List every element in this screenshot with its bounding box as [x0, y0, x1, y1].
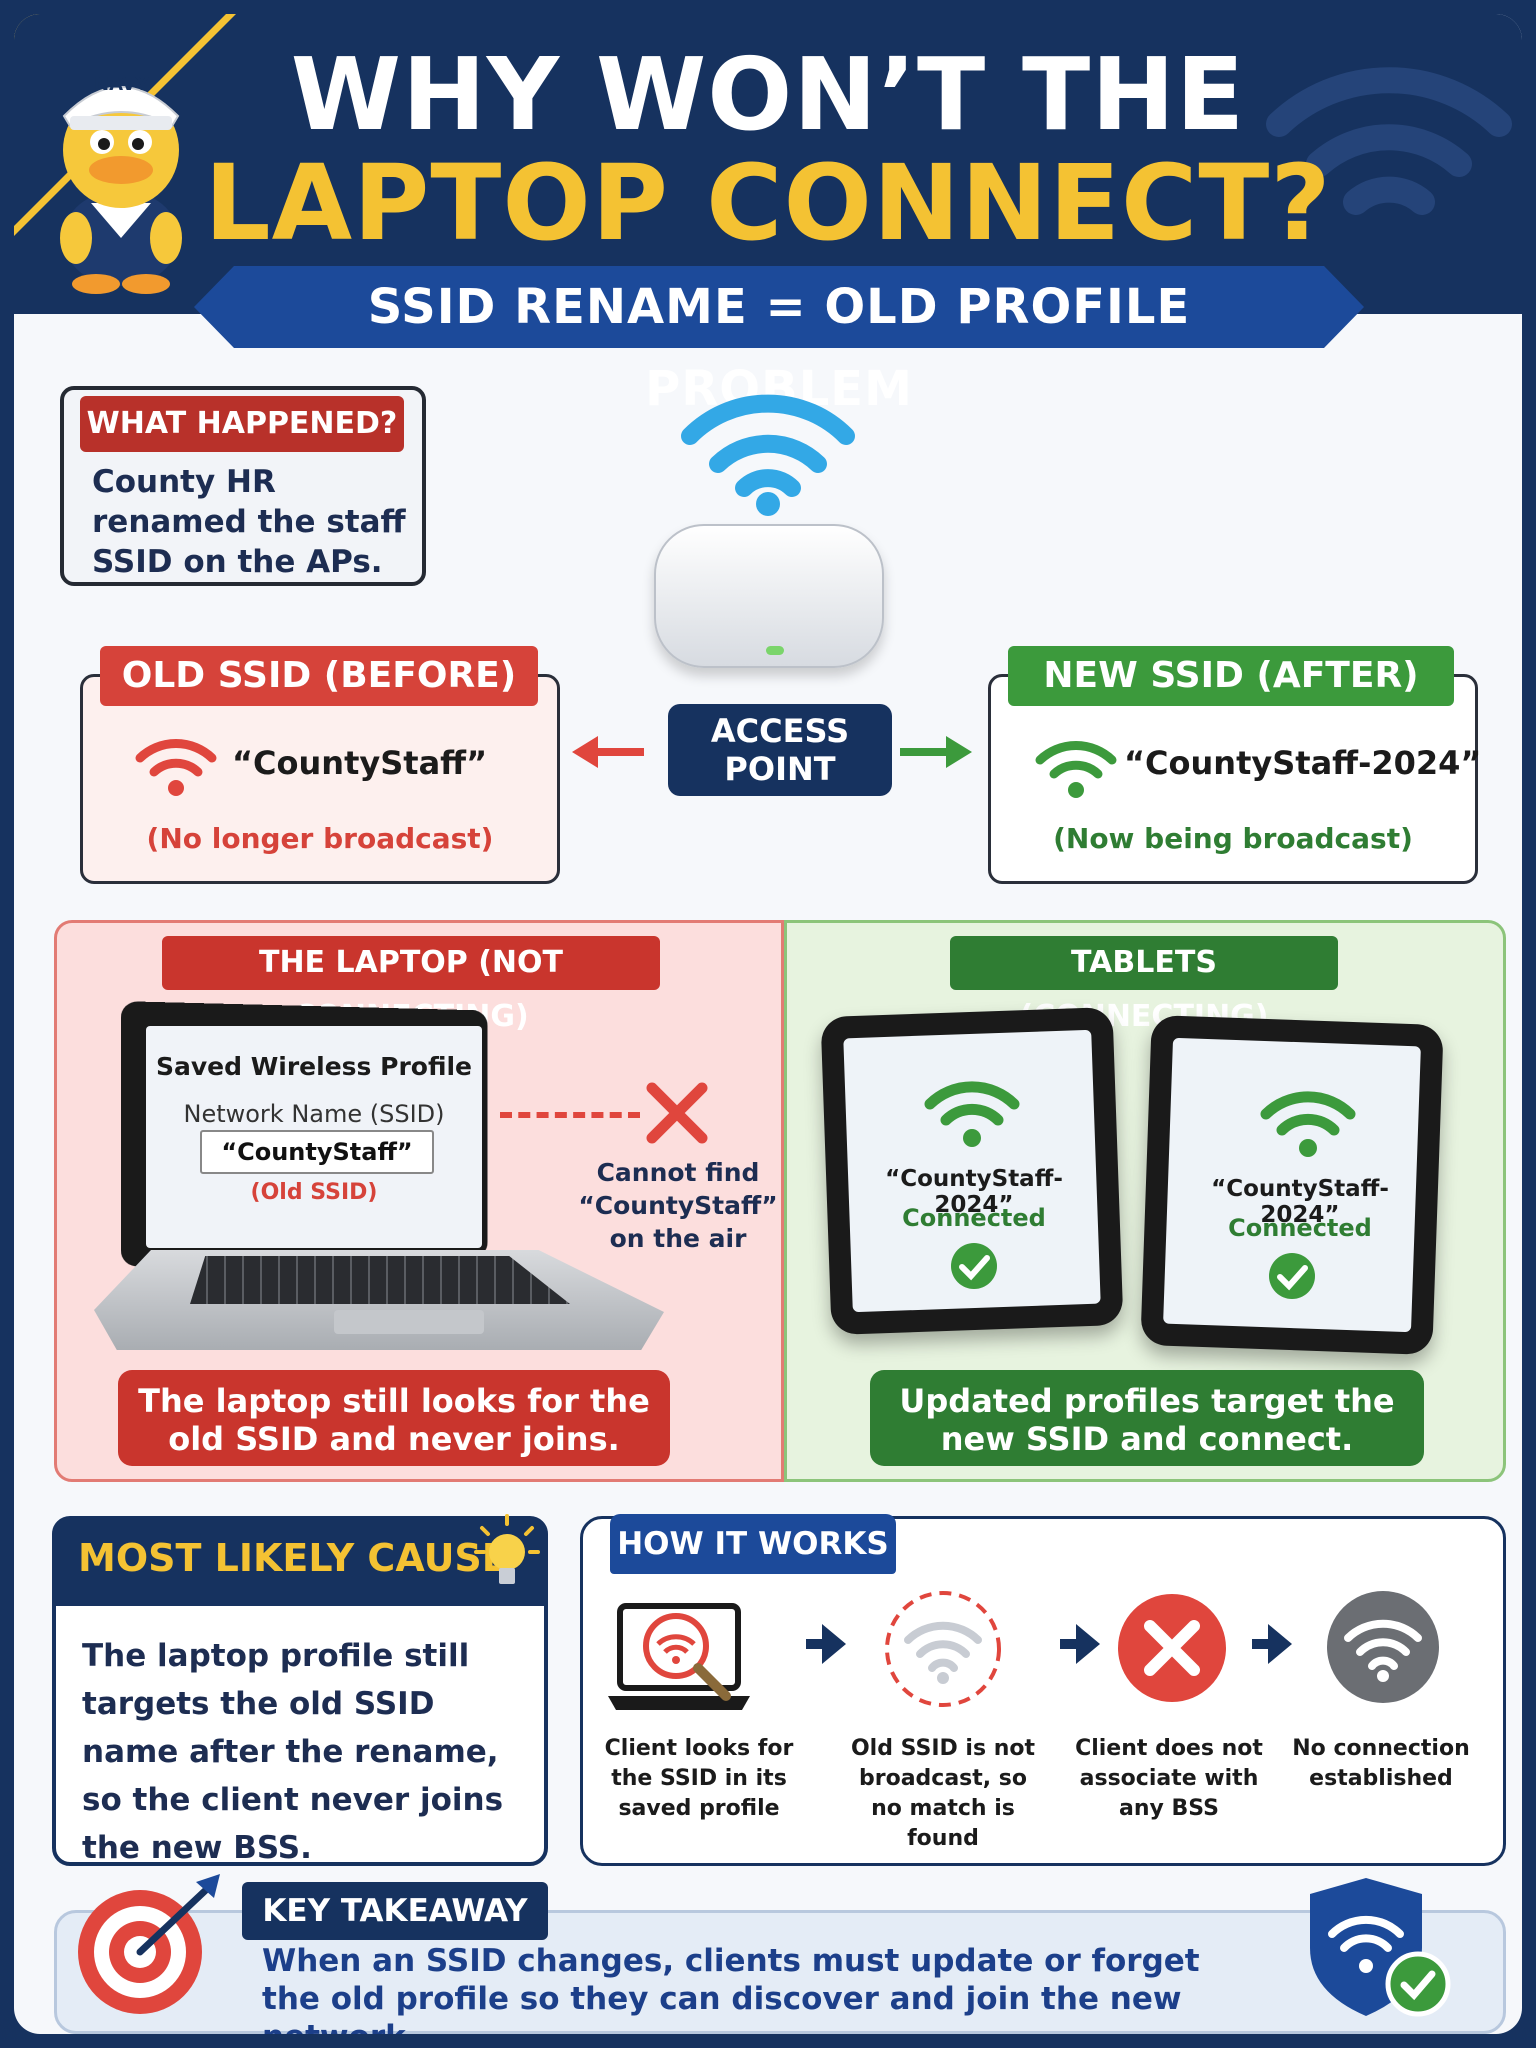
tablet-2-status: Connected — [1228, 1214, 1372, 1242]
mascot-cap-text: NAVY — [94, 74, 149, 95]
tablets-summary-banner: Updated profiles target the new SSID and… — [870, 1370, 1424, 1466]
title-line-1: WHY WON’T THE — [290, 36, 1246, 153]
tablet-1-ssid: “CountyStaff-2024” — [885, 1166, 1063, 1218]
ap-label-line-2: POINT — [724, 750, 836, 788]
new-wifi-icon — [1035, 741, 1117, 798]
tablet-2-check-icon — [1269, 1253, 1315, 1299]
laptop-search-icon — [608, 1603, 750, 1710]
how-it-works-label: HOW IT WORKS — [610, 1514, 896, 1574]
target-icon — [78, 1874, 220, 2014]
new-ssid-label: NEW SSID (AFTER) — [1008, 646, 1454, 706]
wifi-missing-icon — [885, 1591, 1001, 1707]
tablet-1-wifi-icon — [924, 1081, 1020, 1147]
tablet-2-ssid: “CountyStaff-2024” — [1211, 1176, 1389, 1228]
arrow-right-icon — [900, 736, 972, 768]
laptop-touchpad — [334, 1310, 484, 1334]
x-circle-icon — [1118, 1594, 1226, 1702]
cause-header — [54, 1518, 546, 1606]
laptop-keyboard — [190, 1256, 570, 1304]
tablet-1-check-icon — [951, 1243, 997, 1289]
key-takeaway-text: When an SSID changes, clients must updat… — [262, 1943, 1200, 2034]
tablet-1-status: Connected — [902, 1204, 1046, 1232]
step-caption-3: Client does not associate with any BSS — [1075, 1736, 1263, 1821]
background-wifi-icon — [1266, 67, 1512, 215]
duck-mascot-icon — [60, 86, 182, 294]
header-banner: NAVY WHY WON’T THE LAPTOP CONNECT? — [14, 14, 1522, 314]
tablets-panel-label: TABLETS (CONNECTING) — [950, 936, 1338, 1034]
ssid-field-label: Network Name (SSID) — [183, 1100, 445, 1128]
step-arrow-1 — [806, 1624, 846, 1664]
lightbulb-icon — [474, 1514, 540, 1584]
cannot-find-text: Cannot find “CountyStaff” on the air — [578, 1158, 778, 1253]
subtitle-text: SSID RENAME = OLD PROFILE PROBLEM — [367, 279, 1191, 417]
old-ssid-name: “CountyStaff” — [232, 744, 488, 782]
cause-text: The laptop profile still targets the old… — [82, 1638, 504, 1866]
step-caption-2: Old SSID is not broadcast, so no match i… — [850, 1736, 1036, 1851]
what-happened-text: County HR renamed the staff SSID on the … — [92, 464, 406, 580]
old-ssid-label: OLD SSID (BEFORE) — [100, 646, 538, 706]
step-arrow-2 — [1060, 1624, 1100, 1664]
old-wifi-icon — [135, 739, 217, 796]
new-ssid-name: “CountyStaff-2024” — [1124, 744, 1482, 782]
saved-profile-title: Saved Wireless Profile — [155, 1052, 473, 1081]
new-ssid-note: (Now being broadcast) — [1053, 822, 1413, 855]
step-caption-4: No connection established — [1292, 1736, 1470, 1791]
laptop-panel-label: THE LAPTOP (NOT CONNECTING) — [162, 936, 660, 1034]
ap-wifi-icon — [681, 394, 855, 516]
access-point-device — [654, 524, 884, 668]
what-happened-label: WHAT HAPPENED? — [80, 396, 404, 452]
key-takeaway-label: KEY TAKEAWAY — [242, 1882, 548, 1940]
laptop-summary-banner: The laptop still looks for the old SSID … — [118, 1370, 670, 1466]
cause-label: MOST LIKELY CAUSE — [78, 1536, 508, 1580]
x-mark-icon — [646, 1082, 708, 1144]
old-ssid-note: (No longer broadcast) — [146, 822, 494, 855]
ap-status-led — [766, 646, 784, 655]
search-dashed-line — [500, 1112, 640, 1118]
arrow-left-icon — [572, 736, 644, 768]
access-point-label: ACCESS POINT — [668, 704, 892, 796]
step-caption-1: Client looks for the SSID in its saved p… — [604, 1736, 794, 1821]
ssid-field-value: “CountyStaff” — [200, 1130, 434, 1174]
subtitle-ribbon: SSID RENAME = OLD PROFILE PROBLEM — [194, 266, 1364, 417]
infographic-page: NAVY WHY WON’T THE LAPTOP CONNECT? SSID … — [14, 14, 1522, 2034]
title-line-2: LAPTOP CONNECT? — [204, 142, 1332, 264]
shield-wifi-icon — [1310, 1878, 1451, 2017]
wifi-gray-icon — [1327, 1591, 1439, 1703]
ssid-field-note: (Old SSID) — [250, 1180, 378, 1205]
step-arrow-3 — [1252, 1624, 1292, 1664]
ap-label-line-1: ACCESS — [710, 712, 850, 750]
tablet-2-wifi-icon — [1260, 1091, 1356, 1157]
new-ssid-card — [988, 674, 1478, 884]
